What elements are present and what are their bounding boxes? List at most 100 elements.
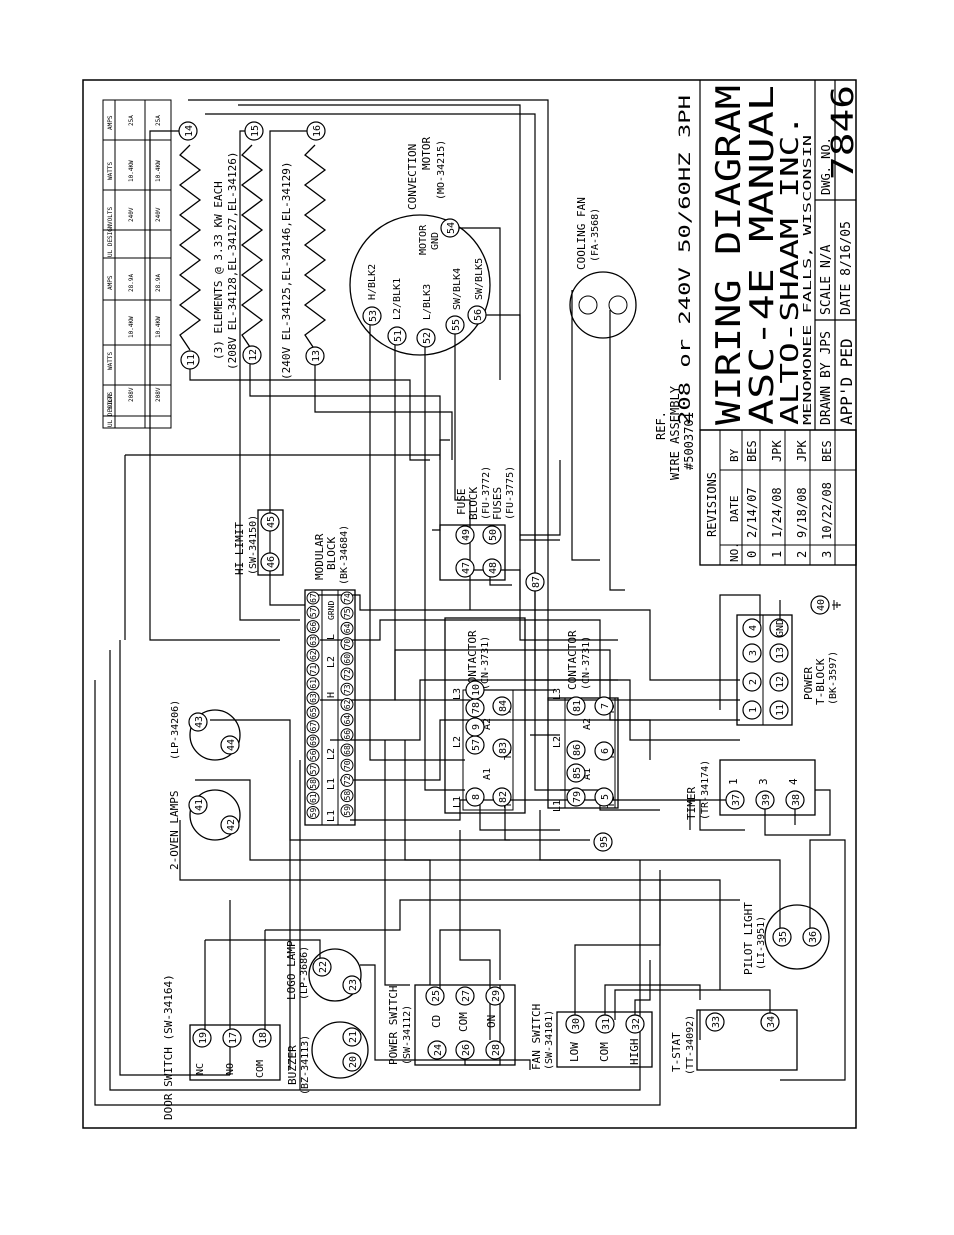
revisions-title: REVISIONS — [705, 472, 719, 537]
terminal-number: 40 — [816, 599, 827, 611]
modular-terminal-circle — [306, 791, 320, 805]
svg-text:DOOR SWITCH (SW-34164): DOOR SWITCH (SW-34164) — [162, 974, 175, 1120]
terminal-number: 83 — [498, 742, 509, 754]
revision-row: 2 9/18/08 JPK — [795, 440, 809, 558]
terminal-node: 43 — [188, 712, 208, 732]
svg-text:JPK: JPK — [770, 440, 784, 462]
modular-terminal-number: 68 — [343, 745, 352, 755]
terminal-number: 24 — [433, 1044, 444, 1056]
svg-text:(BK-34684): (BK-34684) — [339, 525, 350, 585]
terminal-number: 12 — [775, 676, 786, 688]
terminal-number: 35 — [778, 931, 789, 943]
oven-lamps: 2-OVEN LAMPS (LP-34206) — [168, 700, 241, 870]
svg-text:(BZ-34113): (BZ-34113) — [300, 1035, 311, 1095]
terminal-circle — [725, 790, 745, 810]
svg-text:L1: L1 — [452, 796, 463, 808]
terminal-number: 44 — [226, 739, 237, 751]
hi-limit: HI LIMIT (SW-34150) — [233, 509, 284, 576]
terminal-node: 32 — [625, 1014, 645, 1034]
svg-text:A2: A2 — [482, 718, 493, 730]
terminal-circle — [455, 986, 475, 1006]
svg-text:BES: BES — [820, 440, 834, 462]
terminal-node: 49 — [455, 525, 475, 545]
terminal-circle — [306, 121, 326, 141]
terminal-number: 78 — [471, 702, 482, 714]
svg-text:CONVECTION: CONVECTION — [406, 144, 419, 210]
modular-terminal-circle — [340, 667, 354, 681]
modular-terminal-number: 72 — [343, 775, 352, 785]
date: DATE 8/16/05 — [839, 221, 854, 315]
terminal-number: 5 — [600, 794, 611, 800]
modular-terminal-number: 62 — [309, 650, 318, 660]
svg-text:(TT-34092): (TT-34092) — [685, 1015, 696, 1075]
terminal-number: 82 — [498, 791, 509, 803]
ground-symbol-icon — [832, 600, 841, 610]
terminal-circle — [705, 1012, 725, 1032]
element-3-zigzag — [303, 144, 327, 351]
svg-text:(FU-3775): (FU-3775) — [505, 466, 516, 520]
terminal-circle — [455, 1040, 475, 1060]
svg-text:208V: 208V — [128, 387, 135, 402]
rev-header-by: BY — [728, 448, 741, 462]
terminal-circle — [594, 741, 614, 761]
svg-text:NO: NO — [225, 1063, 236, 1075]
rev-header-date: DATE — [728, 496, 741, 523]
terminal-circle — [188, 795, 208, 815]
terminal-circle — [260, 552, 280, 572]
terminal-node: 79 — [566, 787, 586, 807]
svg-text:(SW-34150): (SW-34150) — [248, 515, 259, 575]
svg-text:ON: ON — [485, 1015, 498, 1028]
svg-text:(SW-34101): (SW-34101) — [544, 1010, 555, 1070]
terminal-number: 87 — [531, 576, 542, 588]
terminal-number: 29 — [491, 990, 502, 1002]
terminal-number: 95 — [599, 836, 610, 848]
terminal-circle — [492, 787, 512, 807]
svg-text:#5003701: #5003701 — [682, 412, 696, 470]
terminal-node: 83 — [492, 738, 512, 758]
terminal-circle — [485, 1040, 505, 1060]
svg-text:VOLTS: VOLTS — [107, 207, 114, 225]
terminal-number: 42 — [226, 819, 237, 831]
scale: SCALE N/A — [819, 244, 834, 315]
terminal-node: 6 — [594, 741, 614, 761]
terminal-number: 48 — [488, 562, 499, 574]
terminal-number: 18 — [258, 1032, 269, 1044]
svg-text:3: 3 — [820, 551, 834, 558]
terminal-node: 11 — [180, 350, 200, 370]
modular-terminal-number: 67 — [309, 593, 318, 603]
svg-text:FUSES: FUSES — [491, 487, 504, 520]
svg-text:T-STAT: T-STAT — [670, 1032, 683, 1072]
modular-terminal-circle — [306, 620, 320, 634]
svg-text:A2: A2 — [582, 718, 593, 730]
svg-text:PILOT LIGHT: PILOT LIGHT — [742, 902, 755, 975]
terminal-circle — [220, 815, 240, 835]
terminal-node: 2 — [742, 672, 762, 692]
dwg-label: DWG. NO. — [819, 137, 833, 195]
terminal-circle — [387, 326, 407, 346]
svg-text:UL DESIGN: UL DESIGN — [107, 224, 114, 257]
terminal-number: 56 — [473, 309, 484, 321]
ref-wire-assembly: REF. WIRE ASSEMBLY #5003701 — [654, 385, 696, 480]
company-name: ALTO-SHAAM INC. — [775, 115, 804, 425]
terminal-node: 15 — [244, 121, 264, 141]
terminal-node: 18 — [252, 1028, 272, 1048]
terminal-number: 84 — [498, 700, 509, 712]
svg-text:COOLING FAN: COOLING FAN — [575, 197, 588, 270]
svg-text:T-BLOCK: T-BLOCK — [814, 658, 827, 705]
modular-terminal-number: 75 — [343, 608, 352, 618]
svg-text:(CN-3731): (CN-3731) — [480, 636, 491, 690]
modular-terminal-number: 66 — [343, 730, 352, 740]
terminal-node: 45 — [260, 512, 280, 532]
modular-terminal-number: 65 — [309, 707, 318, 717]
sheet-border — [82, 79, 857, 1129]
terminal-number: 55 — [451, 319, 462, 331]
modular-terminal-number: 57 — [309, 765, 318, 775]
terminal-circle — [305, 346, 325, 366]
modular-terminal-circle — [306, 763, 320, 777]
terminal-circle — [465, 787, 485, 807]
power-switch: POWER SWITCH (SW-34112) CD COM ON — [387, 984, 516, 1066]
terminal-node: 84 — [492, 696, 512, 716]
modular-terminal-circle — [306, 634, 320, 648]
title-block: WIRING DIAGRAM ASC-4E MANUAL ALTO-SHAAM … — [675, 80, 861, 566]
